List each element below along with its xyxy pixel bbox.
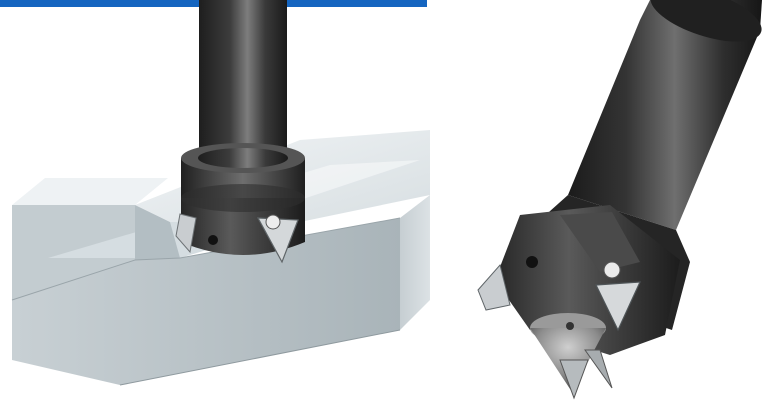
end-mill-right xyxy=(477,0,762,400)
block-left-shoulder-top xyxy=(12,178,168,205)
block-right-face xyxy=(400,195,430,330)
screw-hole-icon xyxy=(208,235,218,245)
slot-wall xyxy=(135,205,180,260)
block-front-face xyxy=(12,218,400,385)
shank-left xyxy=(199,0,287,170)
cutting-insert-right-front xyxy=(595,281,641,332)
screw-hole-right-icon xyxy=(526,256,538,268)
end-mill-left xyxy=(175,0,305,264)
cutting-insert-right-side xyxy=(477,263,511,311)
insert-screw-right-icon xyxy=(603,261,621,279)
cutting-insert-left xyxy=(175,213,197,254)
insert-screw-icon xyxy=(265,214,281,230)
shank-right xyxy=(568,0,762,230)
